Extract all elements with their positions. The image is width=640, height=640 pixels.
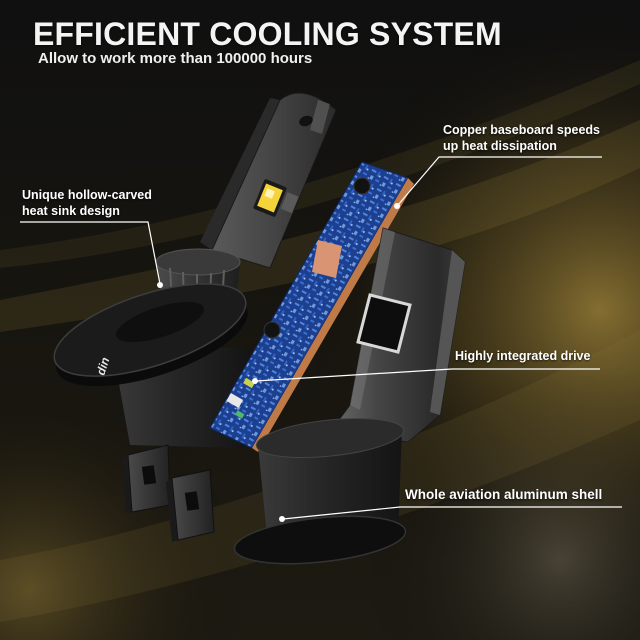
- led-chip-driver: [280, 192, 299, 214]
- copper-edge: [252, 178, 414, 452]
- pin-hole: [184, 491, 200, 511]
- callout-line-heat-sink: [20, 221, 161, 285]
- connector-pin-right: [166, 469, 215, 542]
- flange: din: [53, 283, 248, 387]
- callout-text: Whole aviation aluminum shell: [405, 487, 603, 502]
- copper-pad: [312, 240, 342, 278]
- callout-line-copper: [397, 156, 602, 206]
- fin-top: [155, 248, 241, 276]
- callout-lines: [20, 156, 622, 520]
- connector-pin-left: [122, 444, 171, 514]
- callout-dot-heat-sink: [157, 282, 163, 288]
- callout-line-shell: [282, 506, 622, 520]
- callout-copper-baseboard: Copper baseboard speeds up heat dissipat…: [443, 123, 600, 154]
- heat-sink-side: [200, 98, 280, 250]
- aluminum-shell: [329, 227, 466, 443]
- heat-sink: [200, 92, 337, 269]
- pcb-component: [235, 410, 245, 419]
- callout-aluminum-shell: Whole aviation aluminum shell: [405, 487, 602, 503]
- callout-text: Unique hollow-carved: [22, 188, 152, 202]
- heat-sink-hole: [299, 115, 313, 127]
- pcb-component: [263, 321, 281, 339]
- led-chip: [253, 179, 299, 217]
- light-streak: [0, 60, 640, 268]
- shell-rim: [430, 250, 465, 415]
- led-chip-highlight: [264, 188, 275, 199]
- base-cylinder: [233, 417, 407, 565]
- heat-sink-ridge: [310, 100, 330, 134]
- callout-text: Highly integrated drive: [455, 349, 591, 363]
- flange-opening: [116, 301, 204, 343]
- callout-drive: Highly integrated drive: [455, 349, 590, 365]
- base-top: [255, 417, 405, 459]
- callout-text: heat sink design: [22, 203, 120, 218]
- circuit-board: [209, 161, 414, 452]
- headline: EFFICIENT COOLING SYSTEM: [33, 16, 502, 52]
- subheadline: Allow to work more than 100000 hours: [38, 50, 313, 67]
- shell-slot: [356, 293, 412, 354]
- pin-side: [122, 455, 132, 514]
- callout-dot-shell: [279, 516, 285, 522]
- pin-hole: [141, 465, 157, 485]
- pcb-component: [226, 393, 244, 408]
- brand-logo: din: [94, 355, 113, 376]
- callout-dot-copper: [394, 203, 400, 209]
- callout-text: up heat dissipation: [443, 138, 557, 153]
- heat-sink-face: [211, 92, 337, 269]
- base-ring: [233, 515, 407, 565]
- callout-dot-drive: [252, 378, 258, 384]
- callout-heat-sink: Unique hollow-carved heat sink design: [22, 188, 152, 219]
- callout-text: Copper baseboard speeds: [443, 123, 600, 137]
- callout-line-drive: [255, 368, 600, 382]
- pcb-component: [353, 177, 371, 195]
- pin-side: [166, 478, 178, 542]
- pcb-component: [243, 377, 255, 389]
- callout-dots: [157, 203, 400, 522]
